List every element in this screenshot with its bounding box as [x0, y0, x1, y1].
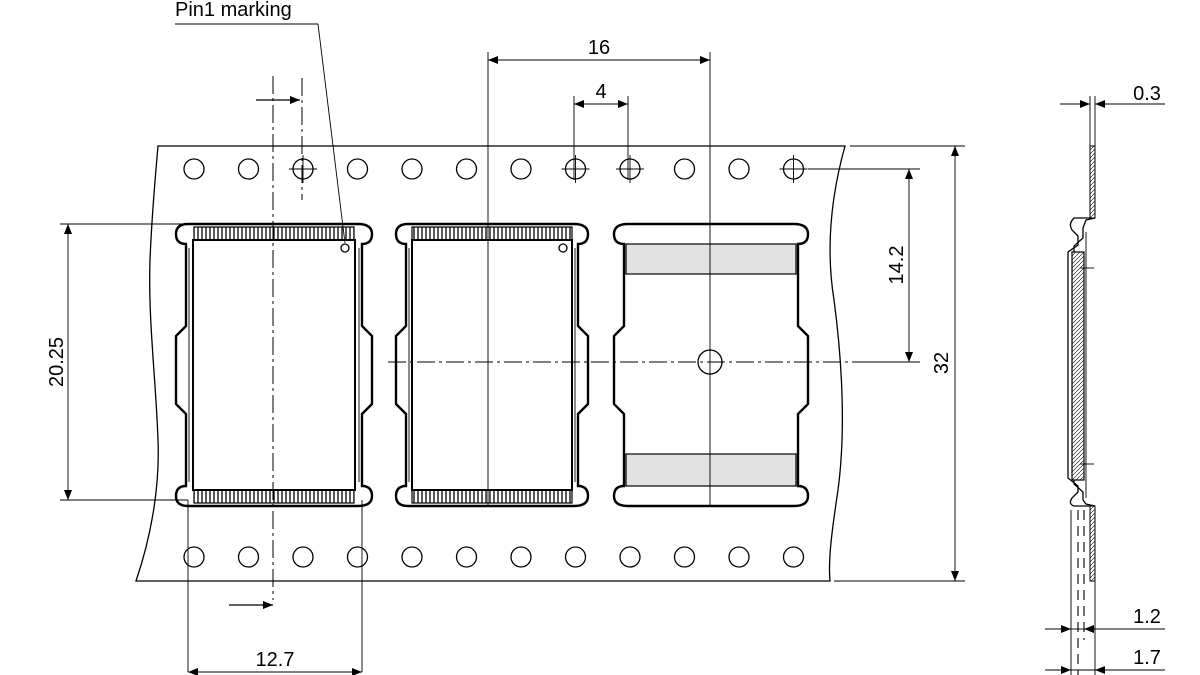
sprocket-hole: [673, 546, 696, 568]
sprocket-hole: [782, 546, 805, 568]
sprocket-hole: [673, 158, 696, 180]
svg-text:32: 32: [931, 352, 953, 374]
pocket-3-step-bottom: [625, 453, 797, 487]
component-2-leads-bottom: [411, 489, 573, 504]
dimension-1-2: 1.2: [1045, 606, 1165, 633]
svg-text:20.25: 20.25: [46, 337, 68, 387]
component-1-leads-top: [193, 226, 355, 241]
sprocket-hole: [401, 158, 423, 180]
dimension-14-2: 14.2: [808, 168, 920, 363]
sprocket-hole: [346, 546, 369, 568]
sprocket-hole: [728, 158, 750, 180]
pocket-profile: [1067, 217, 1090, 507]
svg-text:0.3: 0.3: [1133, 83, 1161, 105]
sprocket-hole: [183, 158, 205, 180]
svg-text:4: 4: [595, 81, 606, 103]
component-1-leads-bottom: [193, 489, 355, 504]
carrier-tape-outline: [135, 145, 846, 582]
pocket-3-step-top: [625, 243, 797, 275]
dimension-0-3: 0.3: [1060, 83, 1165, 146]
sprocket-hole: [346, 158, 369, 180]
pocket-3-empty: [612, 222, 810, 508]
sprocket-hole: [510, 546, 532, 568]
sprocket-hole: [619, 546, 641, 568]
sprocket-hole: [455, 546, 478, 568]
svg-text:14.2: 14.2: [886, 246, 908, 285]
component-1-body: [192, 239, 356, 491]
dimension-4: 4: [573, 81, 629, 180]
svg-text:12.7: 12.7: [256, 649, 295, 671]
pin1-marker-dot-2: [558, 243, 568, 253]
sprocket-hole: [564, 546, 587, 568]
dimension-12-7: 12.7: [187, 500, 363, 675]
sprocket-hole: [510, 158, 532, 180]
component-2-leads-top: [411, 226, 573, 241]
sprocket-hole: [728, 546, 750, 568]
dimension-20-25: 20.25: [46, 223, 188, 501]
side-component: [1071, 251, 1085, 481]
sprocket-hole: [237, 158, 260, 180]
pocket-2: [394, 222, 590, 508]
dimension-1-7: 1.7: [1045, 581, 1165, 675]
sprocket-hole: [237, 546, 260, 568]
pin1-leader-diagonal: [317, 23, 346, 244]
side-view: [1067, 145, 1096, 675]
sprocket-hole: [292, 546, 314, 568]
svg-text:1.2: 1.2: [1133, 606, 1161, 628]
sprocket-holes-top: [183, 155, 808, 183]
sprocket-holes-bottom: [183, 546, 805, 568]
dimension-16: 16: [487, 37, 711, 506]
pin1-marking-label: Pin1 marking: [175, 0, 292, 21]
pin1-marker-dot: [340, 243, 350, 253]
dimension-32: 32: [834, 145, 965, 582]
pocket-1: [174, 222, 374, 508]
component-2-body: [411, 239, 573, 491]
svg-text:1.7: 1.7: [1133, 647, 1161, 669]
sprocket-hole: [183, 546, 205, 568]
svg-text:16: 16: [588, 37, 610, 59]
sprocket-hole: [455, 158, 478, 180]
sprocket-hole: [401, 546, 423, 568]
